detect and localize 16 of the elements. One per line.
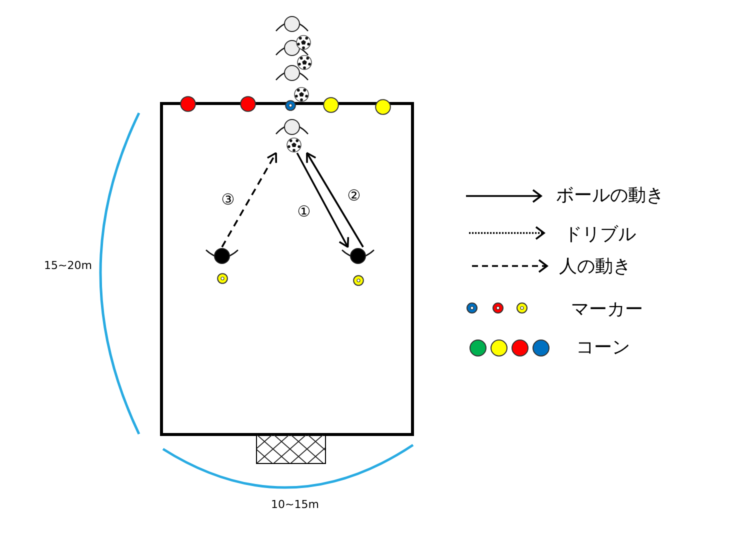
player-with-ball [275, 118, 309, 153]
legend-label: ボールの動き [556, 185, 664, 207]
arrow [296, 152, 350, 248]
legend-label: コーン [576, 337, 630, 359]
player-figure [205, 247, 239, 265]
edge-label: ③ [220, 192, 236, 208]
legend-label: ドリブル [564, 224, 636, 246]
legend-label: 人の動き [559, 256, 631, 278]
edge-label: ① [296, 204, 312, 220]
arrow [306, 152, 364, 248]
legend-label: マーカー [571, 299, 643, 321]
dimension-label: 15~20m [44, 259, 92, 272]
player-figure [341, 247, 375, 265]
dimension-label: 10~15m [271, 498, 319, 512]
edge-label: ② [346, 188, 362, 204]
arrow [221, 152, 278, 248]
